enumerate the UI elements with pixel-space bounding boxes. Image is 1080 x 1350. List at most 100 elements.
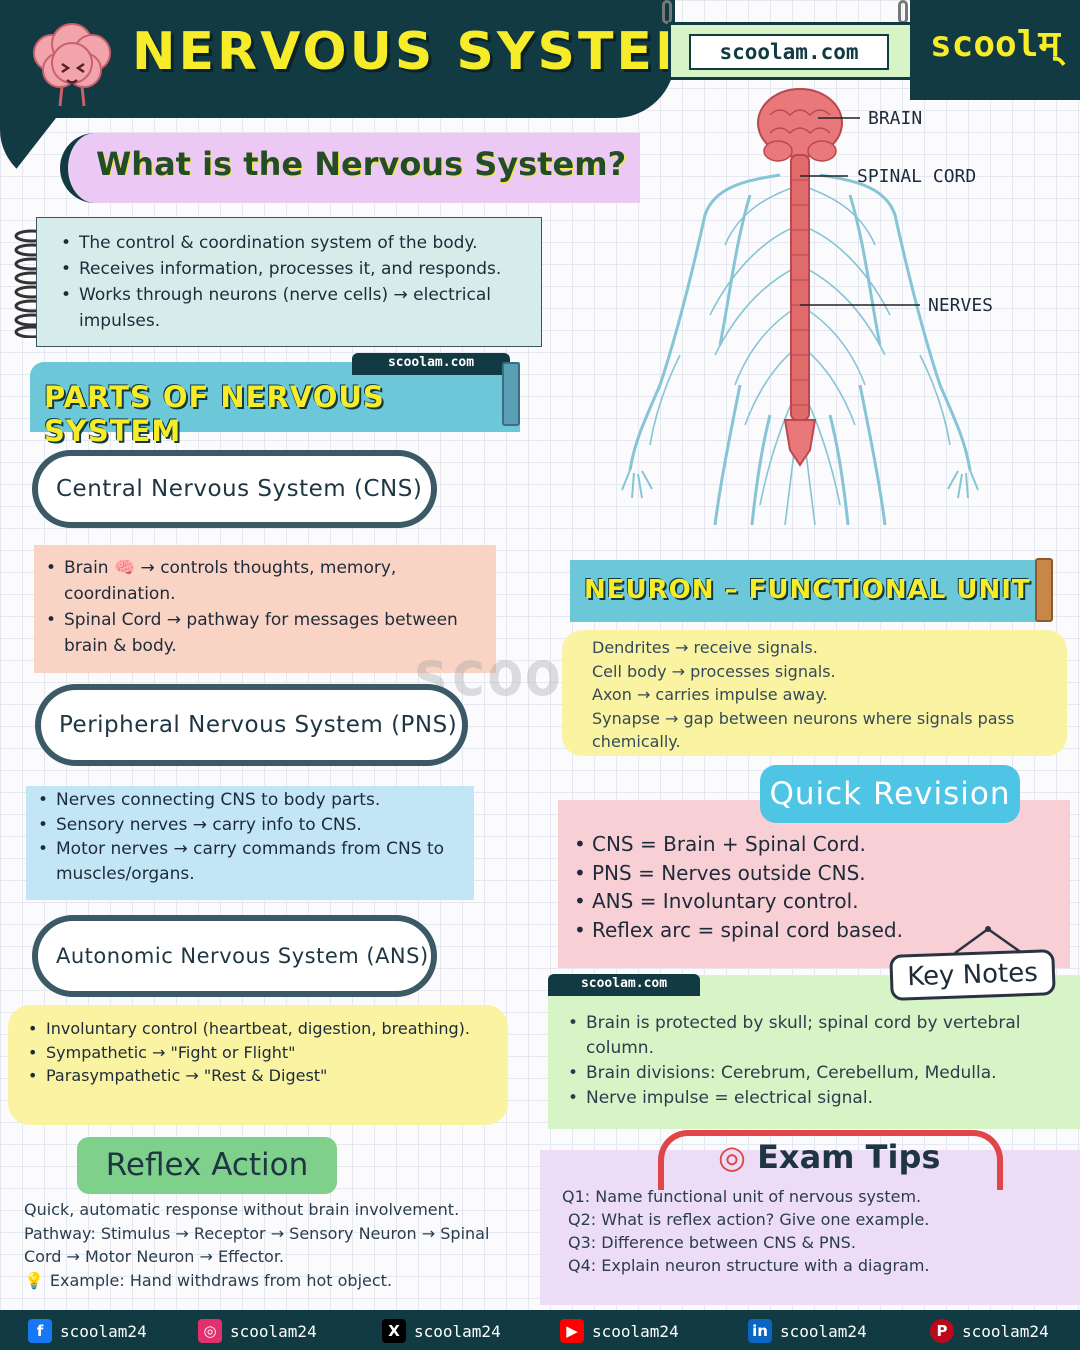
instagram-link[interactable]: ◎ scoolam24 [198, 1318, 317, 1344]
social-handle: scoolam24 [60, 1321, 147, 1341]
list-item: Nerves connecting CNS to body parts. [36, 788, 476, 813]
cns-list: Brain 🧠 → controls thoughts, memory, coo… [44, 555, 489, 659]
list-item: Reflex arc = spinal cord based. [572, 916, 903, 945]
list-item: PNS = Nerves outside CNS. [572, 859, 903, 888]
hook-icon [662, 0, 672, 24]
list-item: Spinal Cord → pathway for messages betwe… [44, 607, 489, 659]
exam-tips-list: Q1: Name functional unit of nervous syst… [562, 1185, 1062, 1277]
list-item: ANS = Involuntary control. [572, 887, 903, 916]
list-item: Synapse → gap between neurons where sign… [592, 708, 1015, 752]
nervous-system-diagram [621, 88, 979, 526]
list-item: Brain is protected by skull; spinal cord… [566, 1011, 1066, 1061]
youtube-link[interactable]: ▶ scoolam24 [560, 1318, 679, 1344]
exam-tips-heading: Exam Tips [757, 1138, 941, 1176]
exam-tips-title: ◎ Exam Tips [718, 1138, 940, 1176]
reflex-example: Example: Hand withdraws from hot object. [49, 1270, 393, 1290]
list-item: Nerve impulse = electrical signal. [566, 1086, 1066, 1111]
x-link[interactable]: X scoolam24 [382, 1318, 501, 1344]
linkedin-link[interactable]: in scoolam24 [748, 1318, 867, 1344]
list-item: The control & coordination system of the… [59, 230, 534, 256]
youtube-icon: ▶ [560, 1319, 584, 1343]
ans-box: Involuntary control (heartbeat, digestio… [8, 1005, 508, 1125]
cns-pill: Central Nervous System (CNS) [32, 450, 437, 528]
intro-heading: What is the Nervous System? [96, 145, 627, 183]
list-item: Receives information, processes it, and … [59, 256, 534, 282]
parts-banner: PARTS OF NERVOUS SYSTEM [30, 362, 520, 448]
list-item: Q4: Explain neuron structure with a diag… [568, 1256, 930, 1275]
list-item: Involuntary control (heartbeat, digestio… [26, 1017, 496, 1041]
header-tail [0, 100, 70, 190]
cns-title: Central Nervous System (CNS) [56, 476, 423, 502]
pns-title: Peripheral Nervous System (PNS) [59, 712, 458, 738]
neuron-banner: NEURON – FUNCTIONAL UNIT [570, 560, 1042, 622]
nerves-label: NERVES [928, 295, 994, 316]
reflex-text: Quick, automatic response without brain … [24, 1198, 524, 1292]
site-tag[interactable]: scoolam.com [668, 22, 913, 80]
list-item: Motor nerves → carry commands from CNS t… [36, 837, 476, 886]
facebook-icon: f [28, 1319, 52, 1343]
intro-heading-banner: What is the Nervous System? [60, 133, 640, 203]
list-item: Works through neurons (nerve cells) → el… [59, 282, 534, 334]
ans-title: Autonomic Nervous System (ANS) [56, 944, 429, 968]
list-item: Brain divisions: Cerebrum, Cerebellum, M… [566, 1061, 1066, 1086]
neuron-heading: NEURON – FUNCTIONAL UNIT [584, 575, 1031, 605]
list-item: Sensory nerves → carry info to CNS. [36, 813, 476, 838]
body-outline-nerves [628, 173, 972, 526]
neuron-list: Dendrites → receive signals. Cell body →… [592, 636, 1052, 754]
intro-list: The control & coordination system of the… [59, 230, 534, 334]
brand-band [910, 0, 1080, 100]
list-item: Sympathetic → "Fight or Flight" [26, 1041, 496, 1065]
linkedin-icon: in [748, 1319, 772, 1343]
key-notes-box: Brain is protected by skull; spinal cord… [548, 975, 1080, 1129]
pns-list: Nerves connecting CNS to body parts. Sen… [36, 788, 476, 886]
reflex-pathway: Pathway: Stimulus → Receptor → Sensory N… [24, 1223, 490, 1267]
reflex-heading: Reflex Action [77, 1137, 337, 1194]
list-item: Q1: Name functional unit of nervous syst… [562, 1187, 922, 1206]
clip-icon [1035, 558, 1053, 622]
target-icon: ◎ [718, 1138, 746, 1176]
lightbulb-icon: 💡 [24, 1270, 44, 1290]
site-tag-label: scoolam.com [689, 34, 889, 70]
cns-box: Brain 🧠 → controls thoughts, memory, coo… [34, 545, 496, 673]
footer: f scoolam24 ◎ scoolam24 X scoolam24 ▶ sc… [0, 1310, 1080, 1350]
header-band [0, 0, 675, 118]
quick-revision-heading: Quick Revision [760, 765, 1020, 823]
page-title: NERVOUS SYSTEM [132, 22, 710, 82]
social-handle: scoolam24 [962, 1321, 1049, 1341]
key-notes-site-tag: scoolam.com [548, 974, 700, 996]
pinterest-icon: P [930, 1319, 954, 1343]
social-handle: scoolam24 [592, 1321, 679, 1341]
list-item: Parasympathetic → "Rest & Digest" [26, 1064, 496, 1088]
list-item: Cell body → processes signals. [592, 661, 836, 681]
instagram-icon: ◎ [198, 1319, 222, 1343]
pns-box: Nerves connecting CNS to body parts. Sen… [26, 786, 474, 900]
clip-icon [502, 362, 520, 426]
facebook-link[interactable]: f scoolam24 [28, 1318, 147, 1344]
list-item: Axon → carries impulse away. [592, 685, 828, 704]
pinterest-link[interactable]: P scoolam24 [930, 1318, 1049, 1344]
brand-logo: scoolम् [930, 24, 1060, 65]
key-notes-heading: Key Notes [889, 949, 1056, 1001]
ans-pill: Autonomic Nervous System (ANS) [32, 915, 437, 997]
list-item: CNS = Brain + Spinal Cord. [572, 830, 903, 859]
x-icon: X [382, 1319, 406, 1343]
list-item: Brain 🧠 → controls thoughts, memory, coo… [44, 555, 489, 607]
social-handle: scoolam24 [780, 1321, 867, 1341]
brain-shape [757, 88, 843, 162]
exam-tips-arc [658, 1130, 1003, 1190]
quick-revision-box: CNS = Brain + Spinal Cord. PNS = Nerves … [558, 800, 1070, 968]
quick-revision-list: CNS = Brain + Spinal Cord. PNS = Nerves … [572, 830, 903, 944]
list-item: Dendrites → receive signals. [592, 638, 818, 657]
ans-list: Involuntary control (heartbeat, digestio… [26, 1017, 496, 1088]
list-item: Q2: What is reflex action? Give one exam… [568, 1210, 930, 1229]
reflex-example-row: 💡 Example: Hand withdraws from hot objec… [24, 1269, 524, 1293]
hands [621, 469, 979, 499]
parts-heading: PARTS OF NERVOUS SYSTEM [44, 380, 385, 448]
pns-pill: Peripheral Nervous System (PNS) [35, 684, 468, 766]
intro-box: The control & coordination system of the… [36, 217, 542, 347]
hook-icon [898, 0, 908, 24]
spinal-cord-label: SPINAL CORD [857, 166, 977, 187]
neuron-box: Dendrites → receive signals. Cell body →… [562, 630, 1067, 756]
social-handle: scoolam24 [414, 1321, 501, 1341]
list-item: Q3: Difference between CNS & PNS. [568, 1233, 856, 1252]
